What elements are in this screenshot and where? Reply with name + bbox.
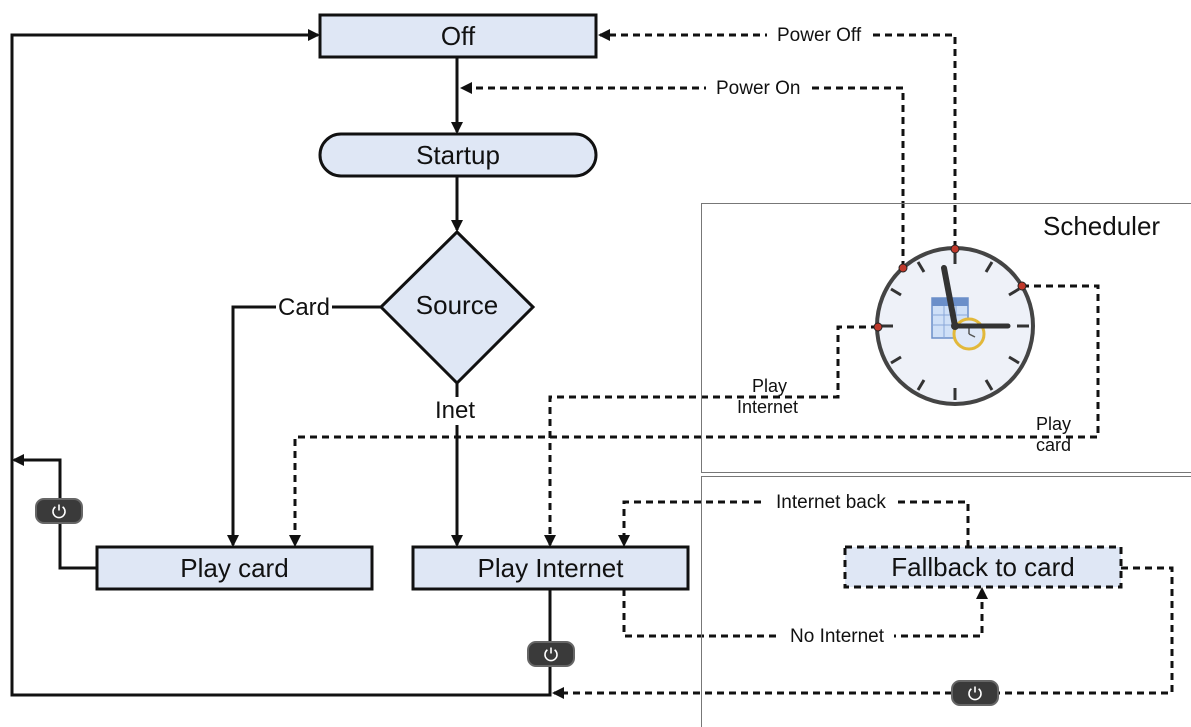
source-label: Source (415, 289, 499, 320)
scheduler-label: Scheduler (1043, 211, 1161, 241)
fallback-region (701, 476, 1191, 727)
play-card-edge-line2: card (1036, 434, 1072, 455)
play-card-edge-line1: Play (1036, 414, 1072, 434)
fallback-label: Fallback to card (891, 551, 1075, 582)
play-internet-edge-line2: Internet (737, 396, 799, 417)
scheduler-region (701, 203, 1191, 473)
play-internet-label: Play Internet (477, 552, 624, 583)
power-icon (52, 504, 66, 519)
fallback-node (843, 545, 1123, 589)
power-button-fallback[interactable] (951, 680, 999, 706)
play-card-edge-label: Play card (1036, 414, 1071, 455)
power-button-play-internet[interactable] (527, 641, 575, 667)
no-internet-label: No Internet (780, 626, 894, 648)
power-button-play-card[interactable] (35, 498, 83, 524)
inet-edge-label: Inet (433, 397, 478, 425)
power-icon (544, 647, 558, 662)
play-internet-edge-line1: Play (752, 376, 788, 396)
play-internet-edge-label: Play Internet (737, 376, 798, 417)
play-card-label: Play card (180, 552, 289, 583)
play-internet-node (411, 545, 690, 591)
power-off-label: Power Off (767, 25, 872, 47)
power-icon (968, 686, 982, 701)
internet-back-label: Internet back (766, 492, 896, 514)
clock-icon (873, 244, 1035, 406)
startup-label: Startup (416, 139, 500, 170)
power-on-label: Power On (706, 78, 811, 100)
off-label: Off (440, 20, 476, 51)
card-edge-label: Card (276, 294, 333, 322)
